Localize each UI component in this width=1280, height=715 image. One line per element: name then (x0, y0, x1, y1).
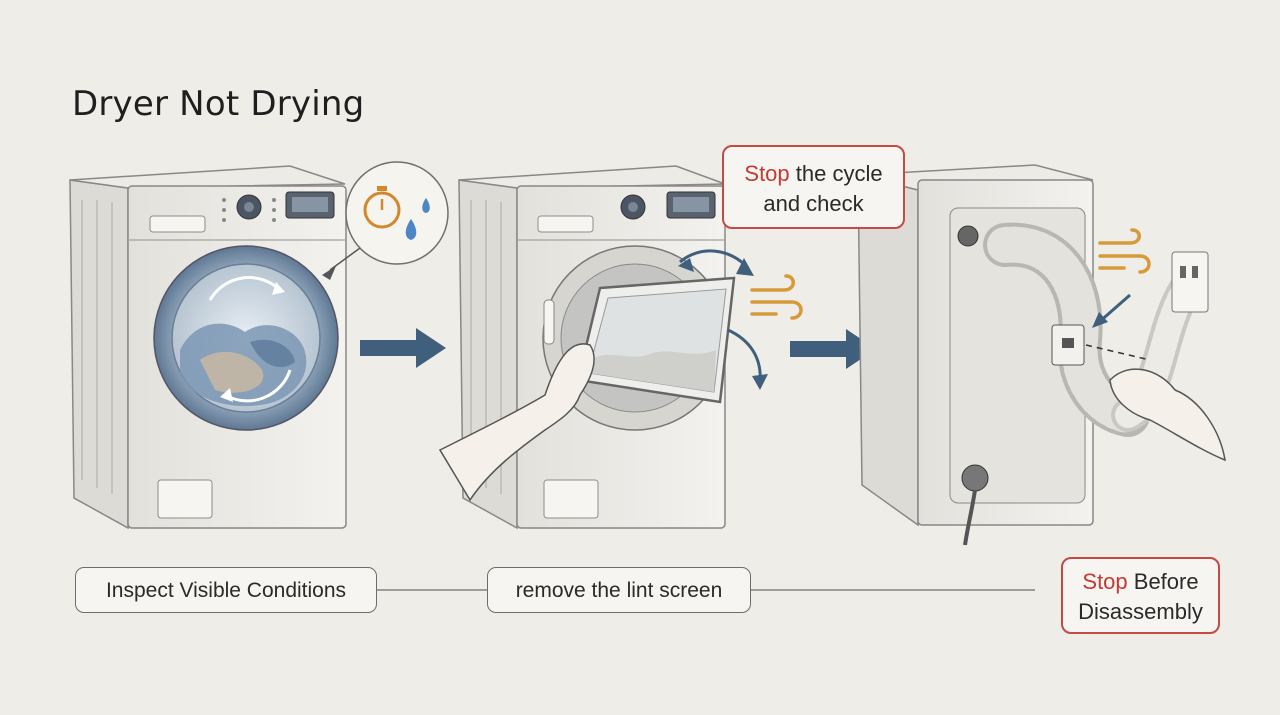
callout-top-highlight: Stop (744, 161, 790, 186)
stop-cycle-callout: Stop the cycle and check (722, 145, 905, 229)
callout-bottom-line2: Disassembly (1078, 599, 1203, 624)
dryer-front-view (69, 165, 361, 530)
dryer-back-view (857, 164, 1226, 546)
dryer-lint-view (438, 165, 803, 530)
hand-lint (438, 343, 595, 502)
stop-disassembly-callout: Stop Before Disassembly (1061, 557, 1220, 634)
process-arrow-1 (360, 328, 446, 368)
timer-icon (363, 186, 401, 229)
page-title: Dryer Not Drying (72, 84, 365, 124)
timer-water-bubble (345, 161, 449, 265)
step-lint-label: remove the lint screen (487, 567, 751, 613)
lint-screen (576, 276, 736, 404)
air-flow-icon (750, 274, 803, 320)
callout-top-line2: and check (763, 191, 864, 216)
callout-top-rest: the cycle (789, 161, 883, 186)
air-flow-icon (1098, 228, 1151, 274)
step-inspect-label: Inspect Visible Conditions (75, 567, 377, 613)
water-drops-icon (405, 198, 430, 240)
callout-bottom-highlight: Stop (1082, 569, 1128, 594)
callout-bottom-rest: Before (1127, 569, 1199, 594)
